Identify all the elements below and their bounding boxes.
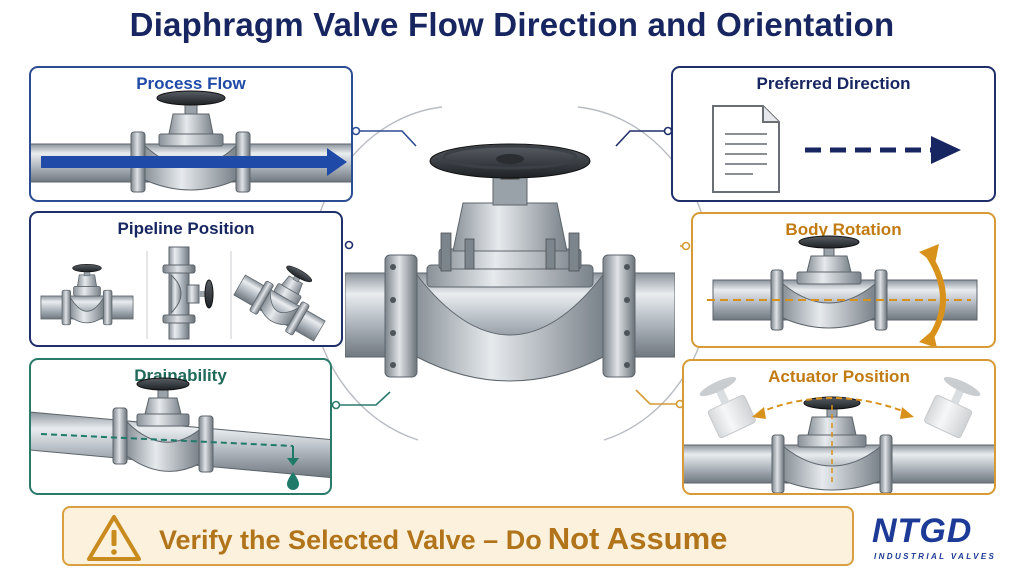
panel-body-rotation: Body Rotation — [691, 212, 996, 348]
center-valve-illustration — [345, 143, 675, 382]
actuator-position-illustration — [684, 376, 994, 493]
logo-mark: NTGD — [872, 512, 973, 550]
ghost-actuator-right — [924, 376, 981, 439]
pipeline-position-illustration — [40, 246, 341, 345]
page-title: Diaphragm Valve Flow Direction and Orien… — [129, 6, 895, 43]
body-rotation-title: Body Rotation — [785, 220, 902, 239]
angled-valve-icon — [230, 247, 341, 345]
pipeline-position-title: Pipeline Position — [117, 219, 255, 238]
process-flow-illustration — [31, 90, 351, 193]
panel-actuator-position: Actuator Position — [682, 359, 996, 495]
rotation-arrow-icon — [919, 244, 946, 346]
warning-triangle-icon — [87, 515, 141, 561]
panel-pipeline-position: Pipeline Position — [29, 211, 343, 347]
document-icon — [712, 105, 780, 193]
panel-process-flow: Process Flow — [29, 66, 353, 202]
preferred-direction-title: Preferred Direction — [756, 74, 911, 93]
flow-arrow-icon — [41, 148, 347, 176]
logo-subtitle: INDUSTRIAL VALVES — [874, 552, 997, 561]
dashed-arrow-icon — [805, 136, 961, 164]
actuator-position-title: Actuator Position — [768, 367, 910, 386]
company-logo: NTGD INDUSTRIAL VALVES — [868, 512, 1008, 566]
horizontal-valve-icon — [40, 263, 134, 326]
water-drop-icon — [287, 472, 299, 490]
panel-drainability: Drainability — [29, 358, 332, 495]
banner-main-text: Verify the Selected Valve – Do — [159, 525, 542, 555]
right-flange — [602, 254, 636, 378]
banner-emphasis-text: Not Assume — [547, 521, 728, 556]
ghost-actuator-left — [699, 376, 756, 439]
process-flow-title: Process Flow — [136, 74, 246, 93]
body-rotation-illustration — [707, 235, 978, 346]
vertical-valve-icon — [162, 246, 214, 340]
preferred-direction-illustration — [712, 105, 961, 193]
drainability-illustration — [31, 377, 330, 490]
swing-arrow-icon — [752, 397, 914, 419]
panel-preferred-direction: Preferred Direction — [671, 66, 996, 202]
left-flange — [384, 254, 418, 378]
